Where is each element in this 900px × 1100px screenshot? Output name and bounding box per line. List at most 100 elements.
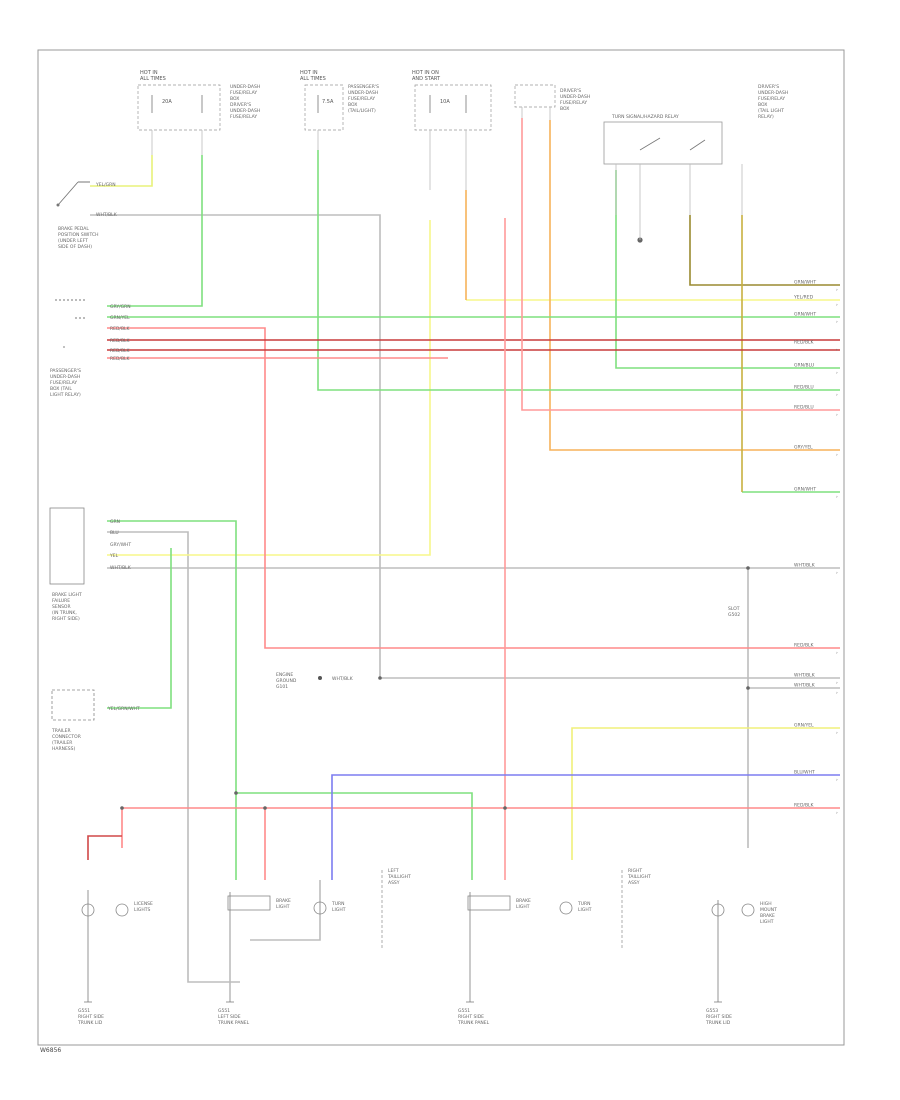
terminal-label: GRN/WHT xyxy=(794,487,816,493)
fuse-icon xyxy=(429,95,467,113)
terminal-label: WHT/BLK xyxy=(794,563,816,569)
terminal-arrow-icon: › xyxy=(836,571,838,576)
component-box xyxy=(51,689,95,721)
terminal-label: RED/BLU xyxy=(794,385,814,391)
combo-pin-4: RED/BLK xyxy=(110,338,131,344)
terminal-label: GRN/WHT xyxy=(794,280,816,286)
ground-wire-label: WHT/BLK xyxy=(332,676,354,682)
terminal-arrow-icon: › xyxy=(836,288,838,293)
combo-pin-3: RED/BLK xyxy=(110,326,131,332)
terminal-label: RED/BLK xyxy=(794,803,815,809)
terminal-arrow-icon: › xyxy=(836,320,838,325)
bulb-icon xyxy=(741,903,755,917)
relay-box-outline xyxy=(514,84,556,108)
right-terminals: GRN/WHT›YEL/RED›GRN/WHT›RED/BLK›GRN/BLU›… xyxy=(793,280,838,817)
combination-switch: GRY/GRN GRN/YEL RED/BLK RED/BLK RED/BLK … xyxy=(50,299,131,398)
relay-box-outline xyxy=(603,121,723,165)
light-pin-4: YEL xyxy=(109,553,119,559)
combo-pin-5: RED/BLK xyxy=(110,348,131,354)
combo-pin-1: GRY/GRN xyxy=(110,304,131,310)
wire-yellow-green xyxy=(90,155,153,187)
wire-orange xyxy=(549,120,840,451)
splice-dot xyxy=(746,686,750,690)
wires xyxy=(87,118,840,1002)
wire-green xyxy=(107,155,203,307)
terminal-arrow-icon: › xyxy=(836,681,838,686)
wire-yellow xyxy=(571,727,840,860)
page-label: W6856 xyxy=(40,1047,61,1054)
terminal-label: WHT/BLK xyxy=(794,673,816,679)
bulb-socket xyxy=(467,895,511,911)
bulb-icon xyxy=(313,901,327,915)
wire-gray xyxy=(107,531,240,983)
terminal-arrow-icon: › xyxy=(836,651,838,656)
terminal-arrow-icon: › xyxy=(836,393,838,398)
wire-dark-red xyxy=(87,835,122,860)
light-pin-3: GRY/WHT xyxy=(110,542,131,548)
bulb-icon xyxy=(559,901,573,915)
splice-dot xyxy=(263,806,267,810)
component-box xyxy=(49,507,85,585)
wire-green xyxy=(236,792,473,880)
terminal-arrow-icon: › xyxy=(836,348,838,353)
wire-green xyxy=(615,170,840,369)
fuse-leads xyxy=(151,107,743,240)
terminal-arrow-icon: › xyxy=(836,371,838,376)
terminal-arrow-icon: › xyxy=(836,495,838,500)
terminal-arrow-icon: › xyxy=(836,691,838,696)
splice-dot xyxy=(378,676,382,680)
terminal-arrow-icon: › xyxy=(836,731,838,736)
ground-icon xyxy=(318,676,322,680)
fuse-box-outline xyxy=(137,84,221,131)
diagram-frame xyxy=(37,49,845,1046)
wire-olive xyxy=(689,215,840,286)
wire-blue xyxy=(331,774,840,880)
splice-dot xyxy=(746,566,750,570)
wire-pink xyxy=(521,118,840,411)
brake-switch-pin-1: YEL/GRN xyxy=(95,182,116,188)
wire-green xyxy=(107,520,237,880)
relay-contact-icon xyxy=(639,137,706,151)
terminal-arrow-icon: › xyxy=(836,778,838,783)
fuse-a-amp: 20A xyxy=(162,99,172,105)
wire-green xyxy=(317,150,840,391)
bulb-icon xyxy=(115,903,129,917)
terminal-arrow-icon: › xyxy=(836,453,838,458)
fuse-box-outline xyxy=(304,84,344,131)
terminal-label: GRN/BLU xyxy=(794,363,814,369)
trailer-pin: YEL/GRN/WHT xyxy=(107,706,140,712)
splice-dot xyxy=(234,791,238,795)
splice-dot xyxy=(503,806,507,810)
relay-e-title: TURN SIGNAL/HAZARD RELAY xyxy=(611,114,679,120)
terminal-arrow-icon: › xyxy=(836,811,838,816)
terminal-arrow-icon: › xyxy=(836,413,838,418)
wire-gray xyxy=(90,214,840,679)
terminal-label: GRN/YEL xyxy=(794,723,814,729)
bulb-socket xyxy=(227,895,271,911)
